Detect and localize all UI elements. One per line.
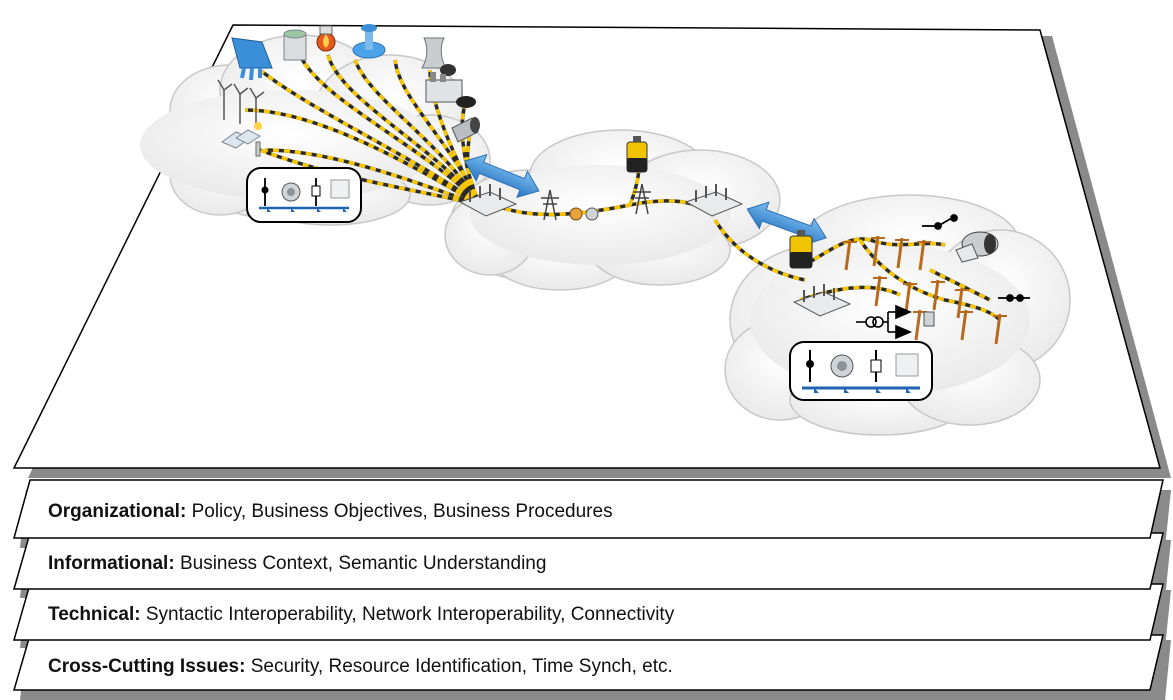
layer-title: Technical: bbox=[48, 604, 141, 625]
controller-icon bbox=[895, 353, 919, 377]
transmission-icons bbox=[458, 136, 744, 221]
layer-description: Security, Resource Identification, Time … bbox=[245, 656, 672, 677]
switch-icon bbox=[806, 350, 814, 382]
layer-label-technical: Technical: Syntactic Interoperability, N… bbox=[48, 604, 675, 625]
distribution-device-panel bbox=[789, 341, 933, 401]
meter-icon bbox=[830, 354, 854, 378]
pylon-icon bbox=[541, 189, 559, 221]
coal-plant-icon bbox=[425, 72, 476, 108]
battery-icon bbox=[626, 136, 648, 173]
layer-label-informational: Informational: Business Context, Semanti… bbox=[48, 553, 546, 574]
layer-description: Syntactic Interoperability, Network Inte… bbox=[141, 604, 675, 625]
exhaust-icon bbox=[451, 117, 480, 143]
layer-title: Cross-Cutting Issues: bbox=[48, 656, 245, 677]
cooling-tower-icon bbox=[421, 37, 456, 76]
generation-icons bbox=[217, 24, 480, 157]
hydro-dam-icon bbox=[231, 37, 273, 81]
layer-title: Organizational: bbox=[48, 501, 186, 522]
controller-icon bbox=[330, 179, 350, 199]
breaker-icon bbox=[311, 178, 321, 206]
substation-icon bbox=[792, 284, 852, 317]
utility-pole-icon bbox=[844, 235, 1002, 345]
layer-label-organizational: Organizational: Policy, Business Objecti… bbox=[48, 501, 613, 522]
pylon-icon bbox=[633, 183, 651, 215]
layer-labels: Organizational: Policy, Business Objecti… bbox=[48, 501, 675, 677]
substation-icon bbox=[684, 184, 744, 217]
solar-panel-icon bbox=[220, 122, 262, 157]
storage-tank-icon bbox=[283, 29, 307, 61]
breaker-icon bbox=[870, 350, 882, 382]
distribution-icons bbox=[789, 214, 1030, 345]
layer-title: Informational: bbox=[48, 553, 175, 574]
domain-arrows bbox=[464, 153, 827, 246]
meter-icon bbox=[923, 311, 935, 327]
utility-pole-crossarm bbox=[843, 237, 1007, 317]
switch-icon bbox=[998, 294, 1030, 302]
generation-device-panel bbox=[246, 167, 362, 223]
wind-turbine-icon bbox=[217, 79, 265, 126]
transformer-icon bbox=[569, 207, 599, 221]
communication-links bbox=[244, 54, 1002, 322]
double-arrow-icon bbox=[464, 153, 540, 198]
transformer-symbol-icon bbox=[856, 304, 913, 340]
layer-plane-organizational bbox=[13, 479, 1164, 539]
flame-icon bbox=[316, 25, 336, 52]
substation-icon bbox=[458, 184, 518, 217]
double-arrow-icon bbox=[746, 201, 827, 246]
layer-description: Business Context, Semantic Understanding bbox=[175, 553, 547, 574]
layer-label-cross-cutting: Cross-Cutting Issues: Security, Resource… bbox=[48, 656, 673, 677]
motor-icon bbox=[955, 231, 999, 263]
distribution-cloud bbox=[724, 194, 1071, 436]
meter-icon bbox=[281, 182, 301, 202]
switch-icon bbox=[922, 214, 958, 230]
battery-icon bbox=[789, 230, 813, 269]
gas-turbine-icon bbox=[352, 24, 386, 59]
switch-icon bbox=[261, 178, 269, 206]
layer-description: Policy, Business Objectives, Business Pr… bbox=[186, 501, 612, 522]
